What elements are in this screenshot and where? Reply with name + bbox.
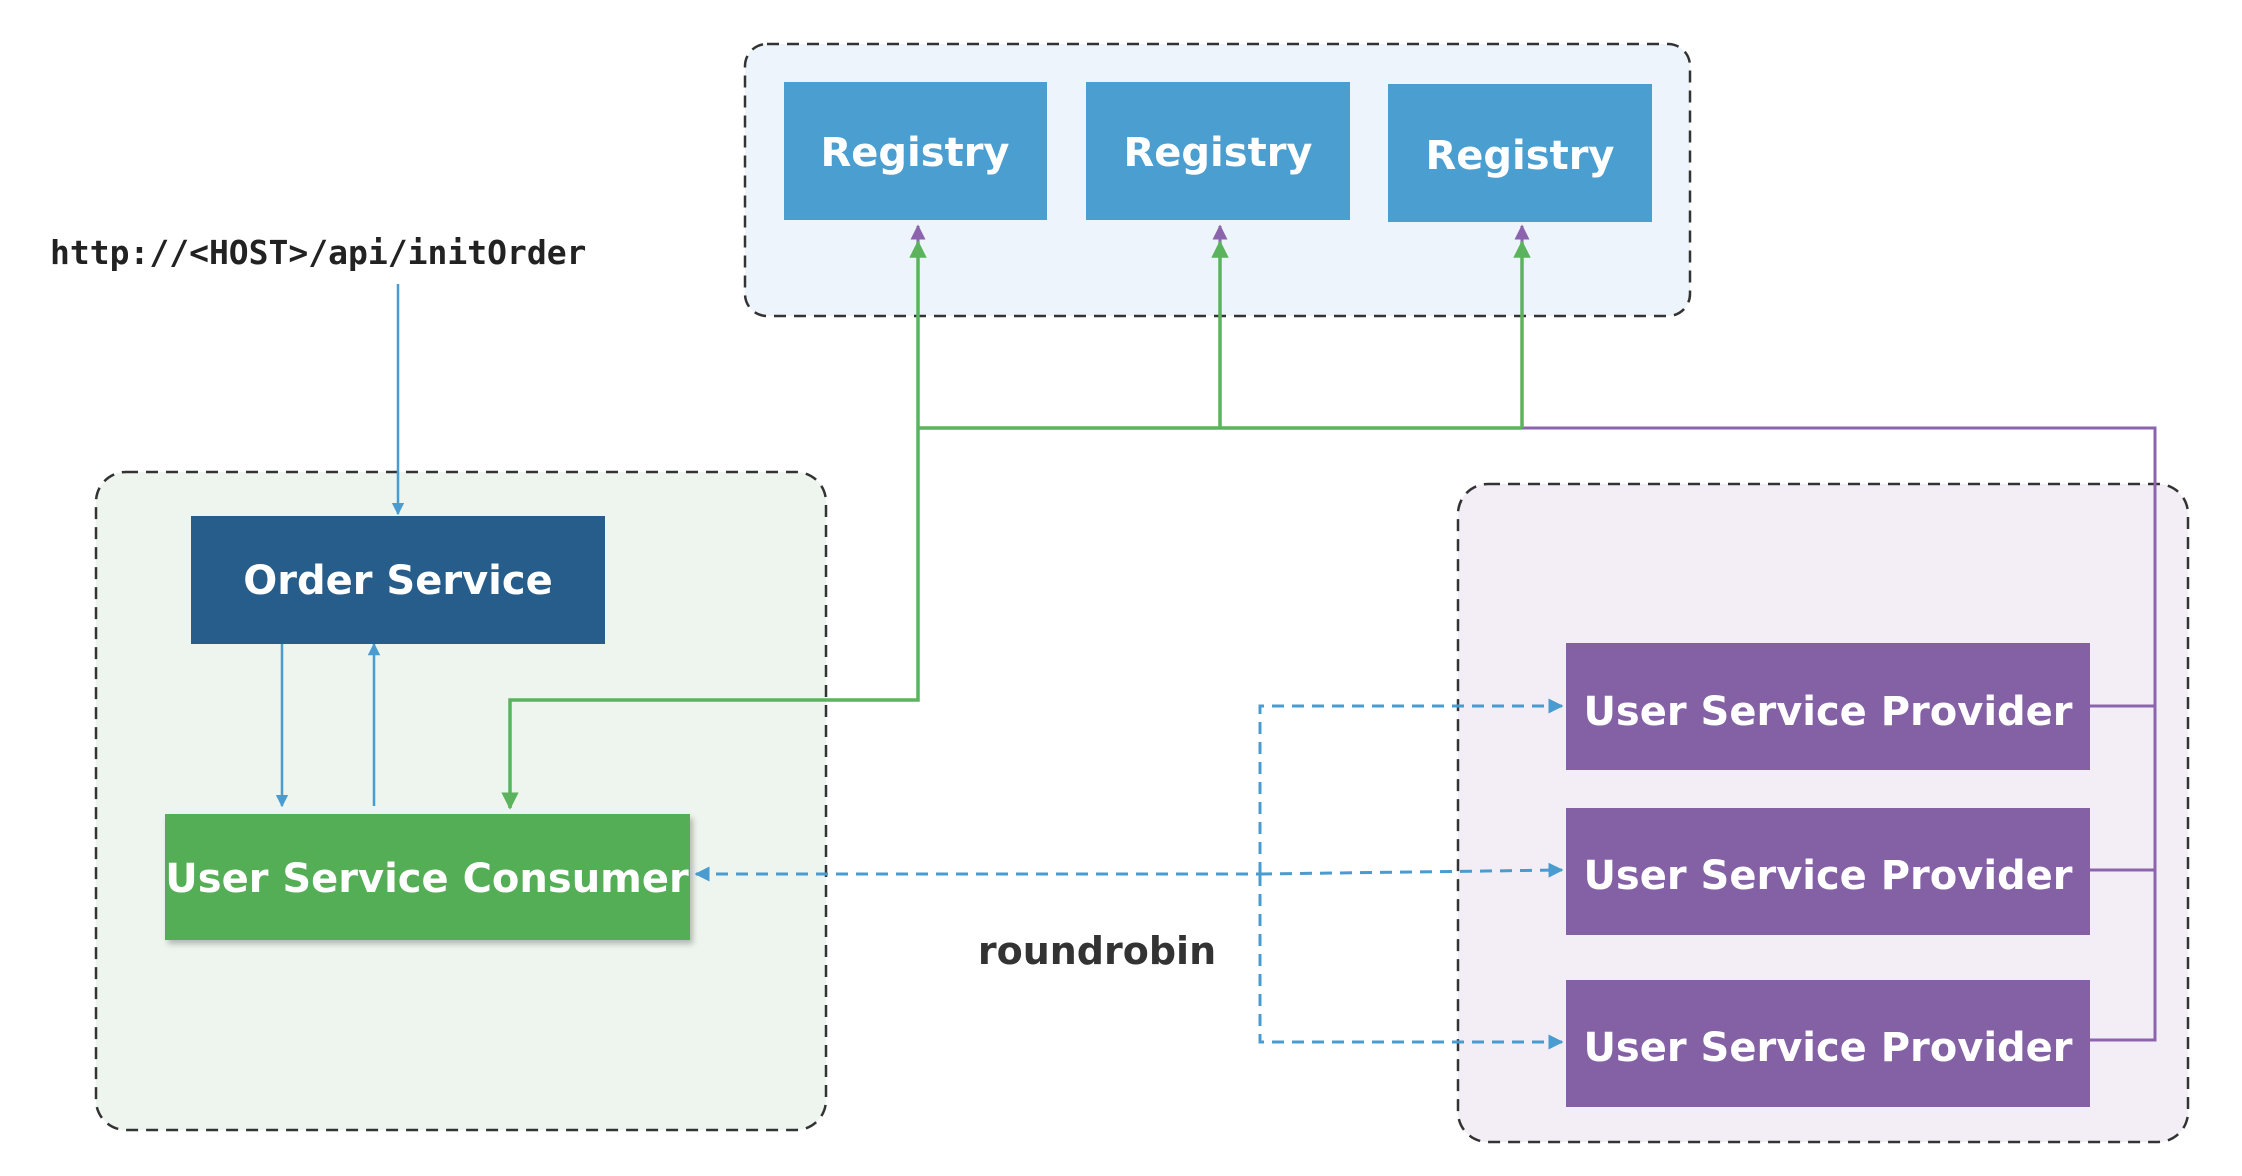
registry-label-3: Registry: [1425, 133, 1614, 179]
load-balance-lines: [694, 698, 1564, 1050]
order-service-box: [191, 516, 605, 644]
registry-box-3: [1388, 84, 1652, 222]
request-flow-lines: [275, 284, 405, 808]
order-service-label: Order Service: [243, 558, 552, 604]
consumer-label: User Service Consumer: [165, 856, 689, 902]
roundrobin-label: roundrobin: [978, 929, 1216, 973]
registry-label-1: Registry: [820, 130, 1009, 176]
registry-box-2: [1086, 82, 1350, 220]
provider-box-1: [1566, 643, 2090, 770]
provider-label-3: User Service Provider: [1583, 1025, 2072, 1071]
consumer-box: [165, 814, 690, 940]
endpoint-url: http://<HOST>/api/initOrder: [50, 233, 586, 272]
provider-box-3: [1566, 980, 2090, 1107]
registry-label-2: Registry: [1123, 130, 1312, 176]
provider-label-1: User Service Provider: [1583, 689, 2072, 735]
provider-label-2: User Service Provider: [1583, 853, 2072, 899]
registry-box-1: [784, 82, 1047, 220]
provider-box-2: [1566, 808, 2090, 935]
consumer-subscription-lines: [501, 240, 1531, 810]
